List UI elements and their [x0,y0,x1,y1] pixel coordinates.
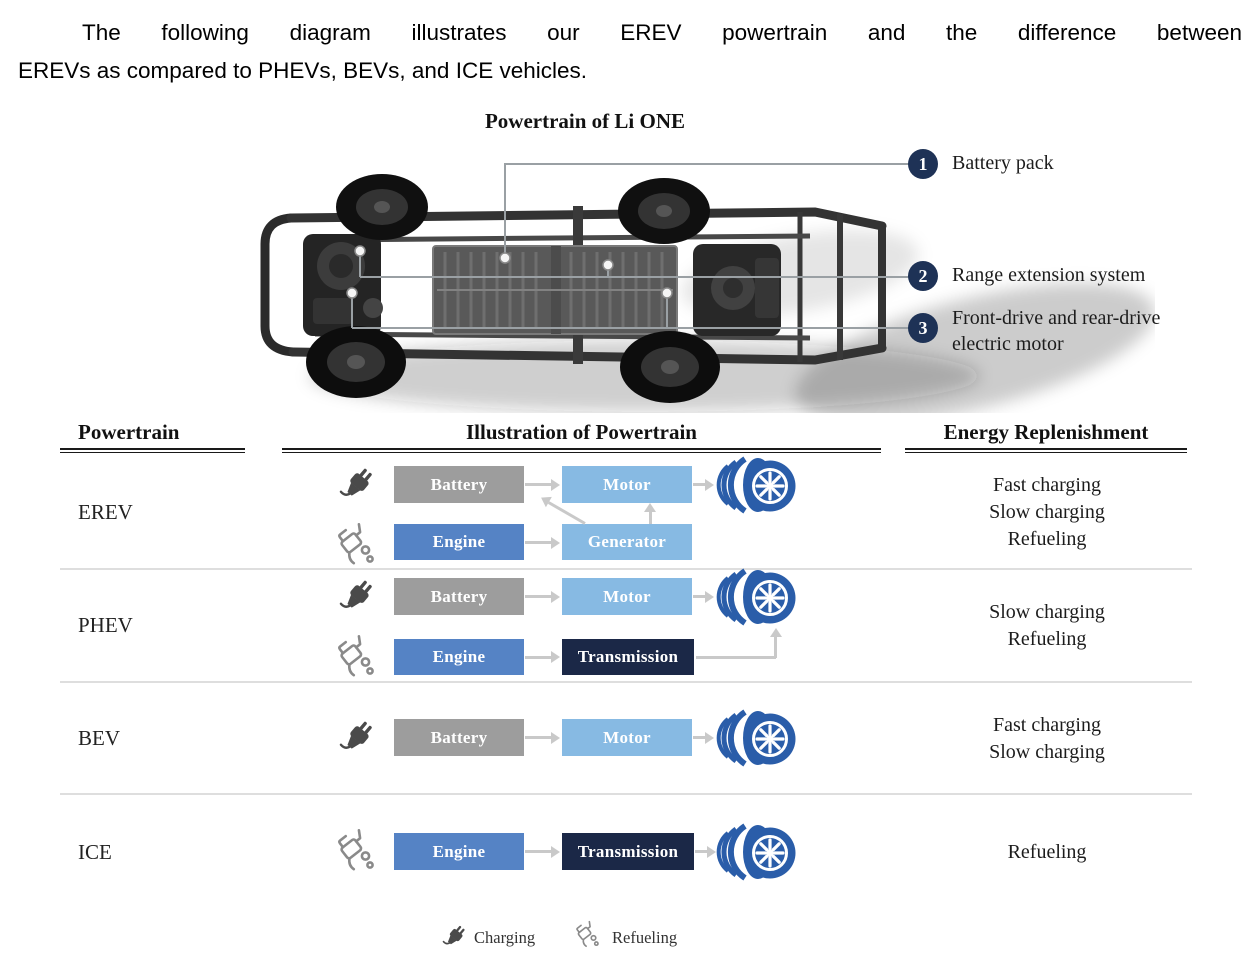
callout-anchor-dots [346,245,673,299]
callout-number: 3 [918,317,928,338]
callout-number: 1 [918,153,928,174]
wheels-icon [716,823,796,881]
row-label-ice: ICE [78,840,112,864]
flow-arrow-generator-to-motor [644,503,656,524]
engine-box: Engine [394,524,524,560]
energy-line: Slow charging [989,501,1105,523]
engine-box: Engine [394,639,524,675]
motor-box: Motor [562,578,692,615]
header-rule-powertrain [60,448,245,453]
callout-marker-1: 1 [908,149,938,179]
refueling-icon [330,632,374,678]
flow-arrow [693,590,714,603]
wheels-icon [716,456,796,514]
battery-box: Battery [394,578,524,615]
intro-paragraph: The following diagram illustrates our ER… [18,14,1242,90]
callout-marker-3: 3 [908,313,938,343]
energy-cell-ice: Refueling [927,839,1167,866]
callout-label-motors-line2: electric motor [952,333,1064,355]
transmission-box: Transmission [562,639,694,675]
charging-icon [339,578,375,616]
header-rule-energy [905,448,1187,453]
charging-icon [442,924,467,950]
energy-line: Slow charging [989,601,1105,623]
flow-arrow [525,478,560,491]
motor-box: Motor [562,466,692,503]
row-separator [60,568,1192,570]
chassis-illustration [260,163,1155,413]
charging-icon [339,466,375,504]
row-separator [60,793,1192,795]
energy-cell-phev: Slow charging Refueling [927,599,1167,653]
energy-line: Refueling [1007,841,1087,863]
motor-box: Motor [562,719,692,756]
front-motor-graphic [303,234,383,336]
battery-pack-graphic [432,245,678,335]
energy-line: Slow charging [989,741,1105,763]
flow-arrow [525,731,560,744]
flow-arrow [693,731,714,744]
charging-icon [339,719,375,757]
callout-label-motors-line1: Front-drive and rear-drive [952,307,1161,329]
wheels-icon [716,709,796,767]
flow-arrow [695,845,716,858]
refueling-icon [330,520,374,566]
header-energy: Energy Replenishment [943,420,1149,444]
row-label-phev: PHEV [78,613,133,637]
energy-line: Fast charging [993,474,1101,496]
callout-label-range-extension: Range extension system [952,264,1146,286]
battery-box: Battery [394,719,524,756]
wheels-icon [716,568,796,626]
row-label-erev: EREV [78,500,133,524]
transmission-box: Transmission [562,833,694,870]
row-label-bev: BEV [78,726,120,750]
callout-marker-2: 2 [908,261,938,291]
header-powertrain: Powertrain [78,420,180,444]
legend-charging-label: Charging [474,928,536,947]
flow-line [696,655,776,659]
refueling-icon [571,919,599,948]
flow-arrow [525,845,560,858]
flow-arrow [525,536,560,549]
battery-box: Battery [394,466,524,503]
flow-arrow-transmission-to-wheels [769,628,782,658]
chassis-wheels [306,174,720,403]
header-illustration: Illustration of Powertrain [466,420,697,444]
row-separator [60,681,1192,683]
energy-line: Fast charging [993,714,1101,736]
callout-label-battery-pack: Battery pack [952,152,1054,174]
intro-line-1: The following diagram illustrates our ER… [82,20,1242,45]
diagram-title: Powertrain of Li ONE [484,109,686,133]
flow-arrow [693,478,714,491]
refueling-icon [330,826,374,872]
legend-refueling-label: Refueling [612,928,678,947]
intro-line-2: EREVs as compared to PHEVs, BEVs, and IC… [18,58,587,83]
engine-box: Engine [394,833,524,870]
energy-line: Refueling [1007,628,1087,650]
flow-arrow [525,590,560,603]
header-rule-illustration [282,448,881,453]
rear-motor-graphic [693,244,781,336]
callout-number: 2 [918,265,928,286]
generator-box: Generator [562,524,692,560]
energy-line: Refueling [1007,528,1087,550]
flow-arrow [525,651,560,663]
flow-arrow-generator-to-battery [547,501,586,525]
energy-cell-bev: Fast charging Slow charging [927,712,1167,766]
energy-cell-erev: Fast charging Slow charging Refueling [927,472,1167,553]
